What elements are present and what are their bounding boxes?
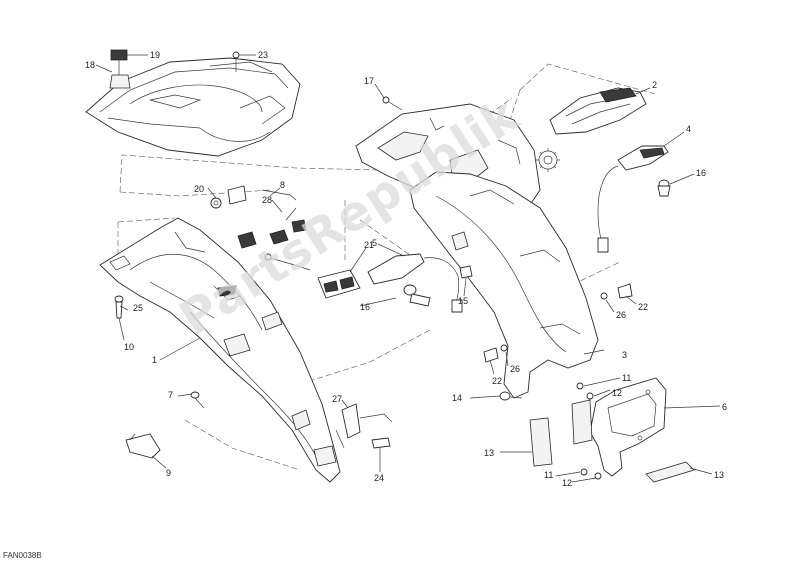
- callout-2: 2: [652, 80, 658, 90]
- clip-part: [335, 403, 393, 449]
- callout-8: 8: [280, 180, 286, 190]
- bulb-left-part: [403, 284, 431, 307]
- callout-12-top: 12: [612, 388, 623, 398]
- callout-5: 5: [372, 238, 378, 248]
- callout-19: 19: [150, 50, 161, 60]
- callout-26-right: 26: [616, 310, 627, 320]
- callout-4: 4: [686, 124, 692, 134]
- callout-16-right: 16: [696, 168, 707, 178]
- callout-24: 24: [374, 473, 385, 483]
- callout-7: 7: [168, 390, 174, 400]
- tail-light-part: [549, 87, 647, 135]
- callout-20: 20: [194, 184, 205, 194]
- screws-right-part: [382, 96, 633, 401]
- drawing-code: FAN0038B: [3, 551, 42, 560]
- gear-icon: [536, 148, 560, 172]
- callout-26-left: 26: [510, 364, 521, 374]
- callout-3: 3: [622, 350, 628, 360]
- left-indicator-part: [367, 253, 463, 313]
- callout-6: 6: [722, 402, 728, 412]
- callout-14: 14: [452, 393, 463, 403]
- callout-11-bottom: 11: [544, 470, 554, 480]
- reflector-part: [529, 417, 695, 483]
- small-parts-group: [210, 185, 307, 249]
- callout-28: 28: [262, 195, 273, 205]
- callout-1: 1: [152, 355, 158, 365]
- callout-16-left: 16: [360, 302, 371, 312]
- callout-13-left: 13: [484, 448, 495, 458]
- callout-21: 21: [364, 240, 375, 250]
- callout-15: 15: [458, 296, 469, 306]
- callout-12-bottom: 12: [562, 478, 573, 488]
- bulb-right-part: [657, 179, 671, 197]
- callout-13-right: 13: [714, 470, 725, 480]
- rubber-pad-part: [109, 49, 131, 89]
- callout-10: 10: [124, 342, 135, 352]
- bracket-part: [125, 433, 161, 459]
- rear-mudguard-part: [409, 171, 599, 399]
- callout-11-top: 11: [622, 373, 632, 383]
- luggage-rack-part: [85, 57, 301, 157]
- undertray-part: [99, 217, 341, 483]
- callout-23: 23: [258, 50, 269, 60]
- small-screws-part: [576, 382, 602, 480]
- licence-light-part: [264, 253, 361, 299]
- callout-27: 27: [332, 394, 343, 404]
- callout-9: 9: [166, 468, 172, 478]
- callout-18: 18: [85, 60, 96, 70]
- callout-22-left: 22: [492, 376, 503, 386]
- callout-17: 17: [364, 76, 375, 86]
- callout-22-right: 22: [638, 302, 649, 312]
- right-indicator-part: [597, 145, 669, 253]
- leader-lines: [95, 54, 721, 483]
- callout-25: 25: [133, 303, 144, 313]
- plate-holder-part: [571, 377, 667, 477]
